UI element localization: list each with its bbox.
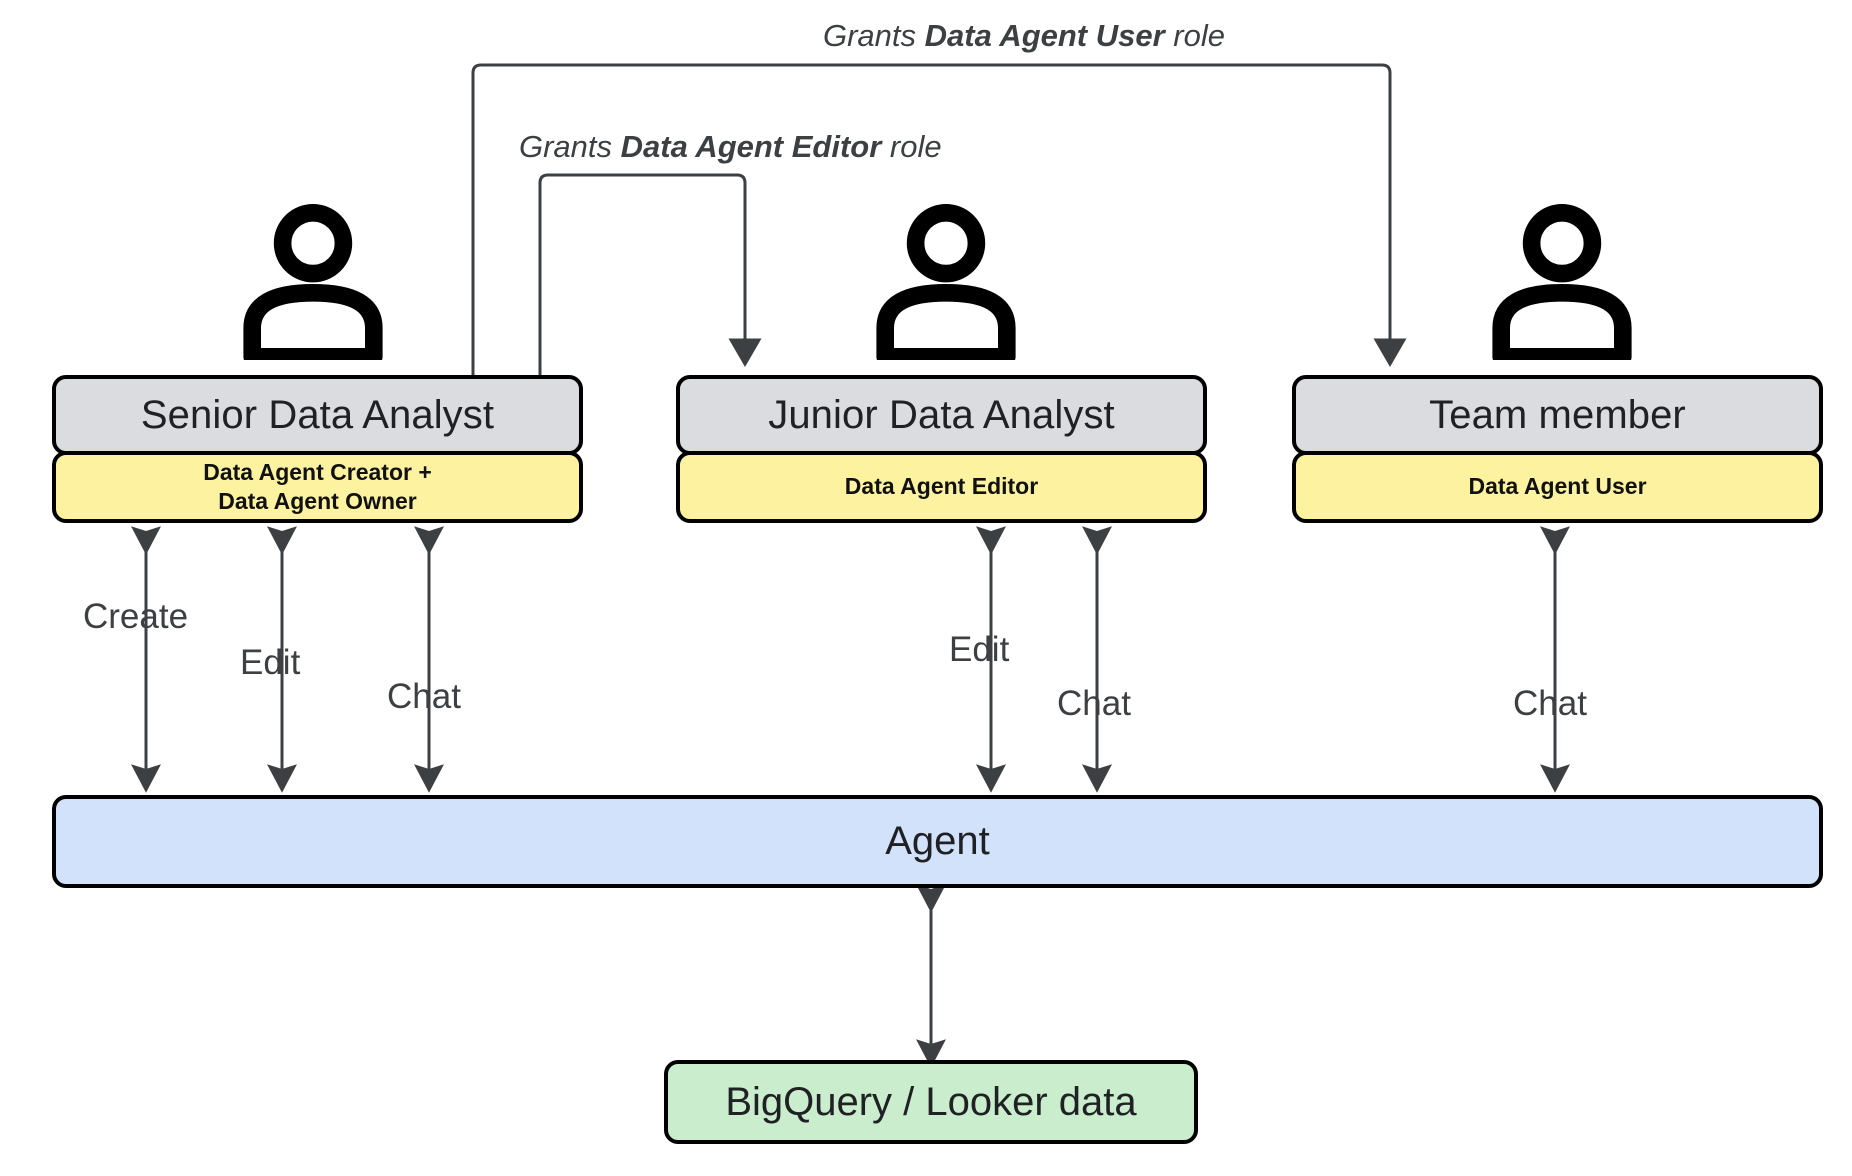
person-icon — [876, 204, 1016, 366]
grant-suffix: role — [881, 129, 942, 164]
edge-label-chat-junior: Chat — [1057, 684, 1131, 723]
grant-label-data-agent-editor: Grants Data Agent Editor role — [519, 129, 942, 165]
grant-role: Data Agent Editor — [620, 129, 882, 164]
person-icon — [1492, 204, 1632, 366]
edge-grants-data-agent-editor — [538, 173, 762, 375]
person-icon — [243, 204, 383, 366]
persona-role-badge: Data Agent Creator + Data Agent Owner — [52, 451, 583, 523]
edge-label-chat-senior: Chat — [387, 677, 461, 716]
agent-node[interactable]: Agent — [52, 795, 1823, 888]
data-source-node[interactable]: BigQuery / Looker data — [664, 1060, 1198, 1144]
grant-label-data-agent-user: Grants Data Agent User role — [823, 18, 1225, 54]
edge-label-create: Create — [83, 597, 189, 636]
grant-suffix: role — [1164, 18, 1225, 53]
edge-label-chat-team-member: Chat — [1513, 684, 1587, 723]
edge-label-edit-senior: Edit — [240, 643, 301, 682]
persona-role-badge: Data Agent Editor — [676, 451, 1207, 523]
avatar-senior-data-analyst — [233, 200, 393, 366]
persona-role-badge: Data Agent User — [1292, 451, 1823, 523]
persona-title: Senior Data Analyst — [52, 375, 583, 455]
persona-role-line: Data Agent Editor — [844, 473, 1039, 500]
avatar-junior-data-analyst — [866, 200, 1026, 366]
grant-prefix: Grants — [823, 18, 925, 53]
persona-role-line: Data Agent User — [1468, 473, 1647, 500]
persona-role-line: Data Agent Owner — [218, 488, 417, 514]
persona-role-line: Data Agent Creator + — [203, 458, 432, 485]
avatar-team-member — [1482, 200, 1642, 366]
persona-title: Team member — [1292, 375, 1823, 455]
edge-label-edit-junior: Edit — [949, 630, 1010, 669]
grant-role: Data Agent User — [924, 18, 1165, 53]
persona-title: Junior Data Analyst — [676, 375, 1207, 455]
grant-prefix: Grants — [519, 129, 621, 164]
